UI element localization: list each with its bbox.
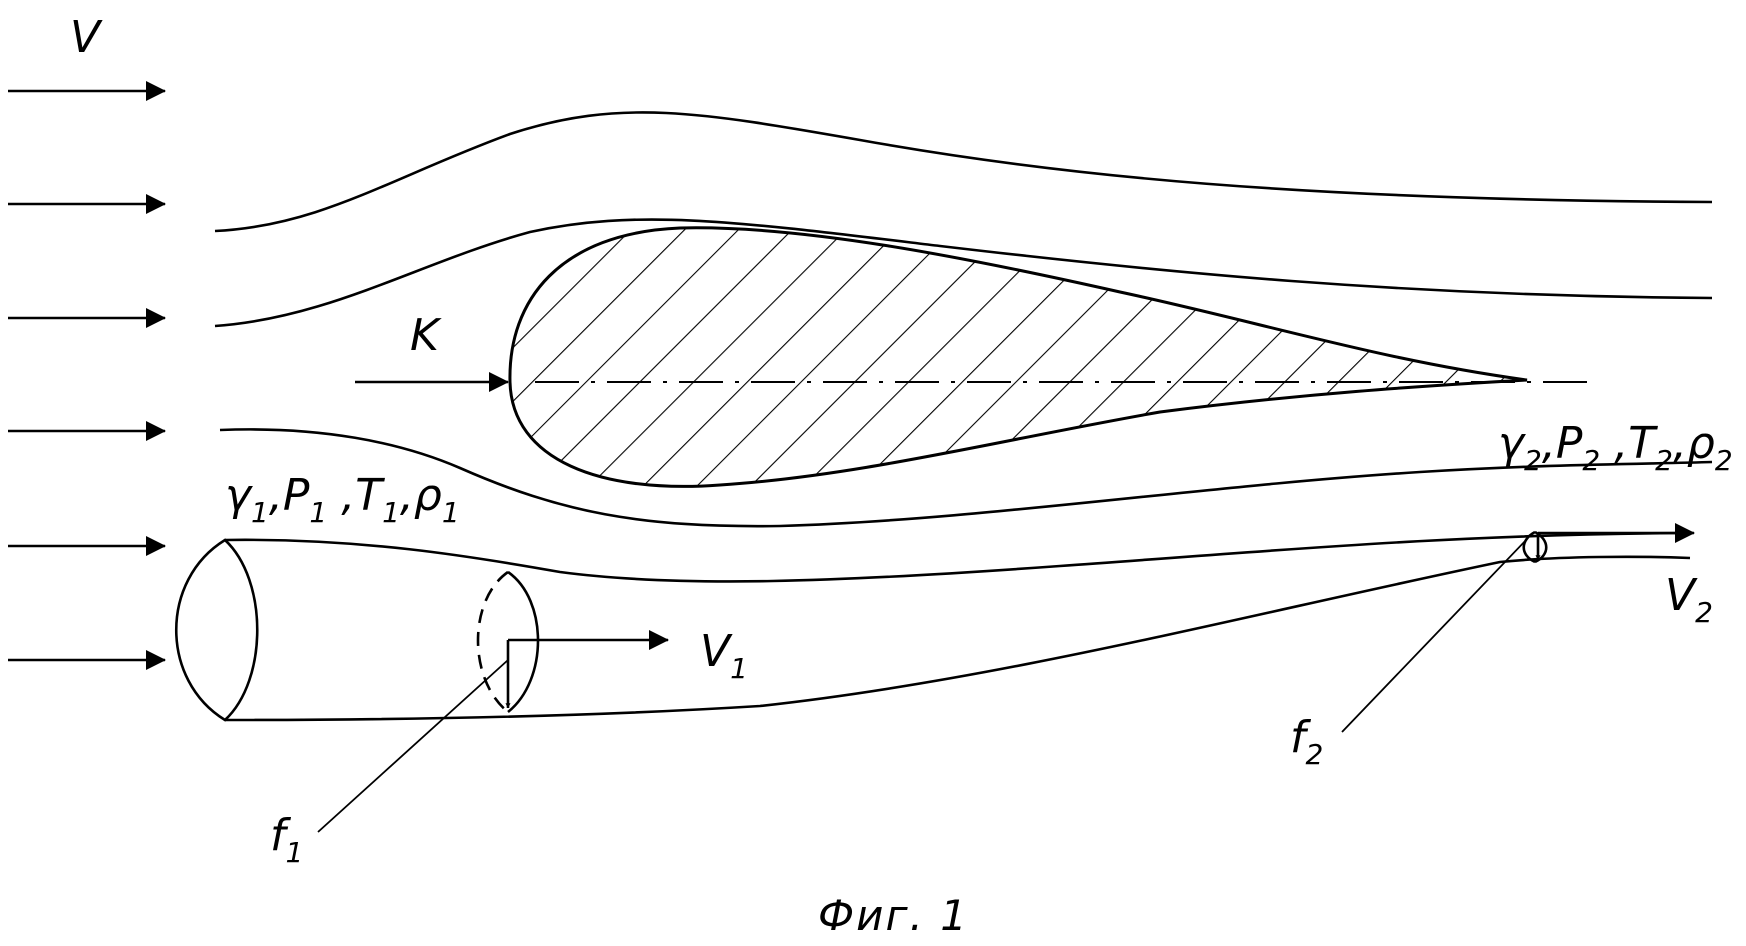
figure-caption: Фиг. 1 xyxy=(818,891,969,940)
section-f1-back xyxy=(476,570,509,714)
airfoil-shape xyxy=(508,226,1528,488)
v2-main: V xyxy=(1665,570,1698,621)
label-v: V xyxy=(70,12,103,63)
streamline-lower xyxy=(219,428,1713,528)
v1-vectors xyxy=(505,630,669,709)
param-rho2-sub: 2 xyxy=(1715,444,1733,477)
label-f1: f1 xyxy=(270,810,303,869)
tube-upper-edge xyxy=(224,531,1691,583)
param-t1: ,T xyxy=(327,470,385,521)
param-gamma2-sub: 2 xyxy=(1524,444,1542,477)
leader-f1 xyxy=(317,659,509,833)
stream-tube xyxy=(174,530,1691,722)
label-outlet-params: γ2,P2 ,T2,ρ2 xyxy=(1498,418,1733,477)
f2-sub: 2 xyxy=(1306,738,1324,771)
v2-vectors xyxy=(1535,523,1695,561)
leader-lines xyxy=(317,537,1529,833)
label-f2: f2 xyxy=(1290,712,1323,771)
section-f1-front xyxy=(507,570,540,714)
v1-main: V xyxy=(700,626,733,677)
param-t2: ,T xyxy=(1600,418,1658,469)
param-p2: ,P xyxy=(1542,418,1583,469)
param-t2-sub: 2 xyxy=(1655,444,1673,477)
param-gamma1: γ xyxy=(225,470,253,521)
v1-sub: 1 xyxy=(730,652,748,685)
param-p1: ,P xyxy=(269,470,310,521)
param-gamma2: γ xyxy=(1498,418,1526,469)
v2-sub: 2 xyxy=(1695,596,1713,629)
label-v1: V1 xyxy=(700,626,748,685)
param-rho1-sub: 1 xyxy=(442,496,460,529)
param-p2-sub: 2 xyxy=(1582,444,1600,477)
label-v2: V2 xyxy=(1665,570,1713,629)
streamline-top xyxy=(214,111,1713,233)
label-inlet-params: γ1,P1 ,T1,ρ1 xyxy=(225,470,460,529)
param-p1-sub: 1 xyxy=(309,496,327,529)
tube-lower-edge xyxy=(224,555,1691,722)
f1-sub: 1 xyxy=(286,836,304,869)
param-rho2: ,ρ xyxy=(1673,418,1715,469)
leader-f2 xyxy=(1341,537,1529,733)
param-t1-sub: 1 xyxy=(382,496,400,529)
param-gamma1-sub: 1 xyxy=(251,496,269,529)
inlet-section xyxy=(174,538,259,722)
streamlines xyxy=(214,111,1713,528)
section-f2-back xyxy=(1522,530,1536,564)
label-k: K xyxy=(410,310,442,361)
free-stream-arrows xyxy=(8,81,166,670)
airfoil-body xyxy=(508,226,1528,488)
param-rho1: ,ρ xyxy=(400,470,442,521)
streamline-upper xyxy=(214,218,1713,328)
